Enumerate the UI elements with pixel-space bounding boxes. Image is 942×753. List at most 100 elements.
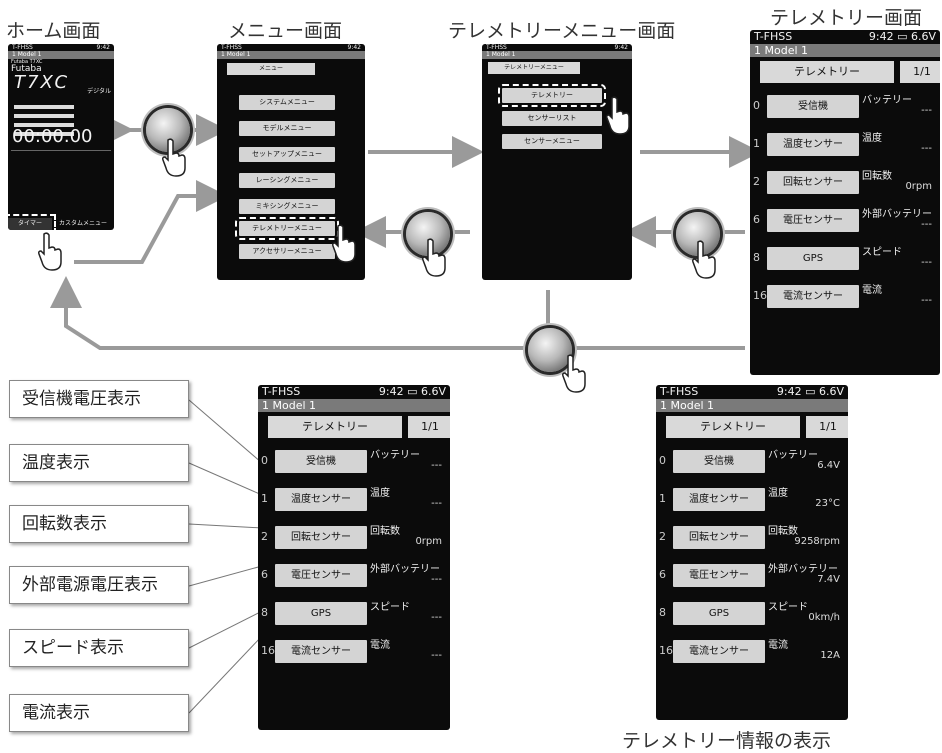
sensor-button-temperature[interactable]: 温度センサー xyxy=(673,488,765,511)
row-number: 16 xyxy=(753,289,767,302)
hand-icon xyxy=(162,138,186,177)
row-number: 1 xyxy=(261,492,268,505)
sensor-button-voltage[interactable]: 電圧センサー xyxy=(275,564,367,587)
time-label: 9:42 xyxy=(96,44,110,51)
sensor-button-gps[interactable]: GPS xyxy=(275,602,367,625)
row-number: 2 xyxy=(659,530,666,543)
telemetry-menu-item-sensor-menu[interactable]: センサーメニュー xyxy=(502,134,602,149)
sensor-button-rpm[interactable]: 回転センサー xyxy=(275,526,367,549)
row-value: --- xyxy=(921,219,932,230)
row-value: 12A xyxy=(820,650,840,661)
row-number: 16 xyxy=(659,644,673,657)
sensor-button-receiver[interactable]: 受信機 xyxy=(767,95,859,118)
row-label: 回転数 xyxy=(370,526,400,537)
callout-telemetry-screen: T-FHSS 9:42 ▭ 6.6V 1 Model 1 テレメトリー 1/1 … xyxy=(258,385,450,730)
battery-icon: ▭ xyxy=(805,385,816,398)
telemetry-info-screen: T-FHSS 9:42 ▭ 6.6V 1 Model 1 テレメトリー 1/1 … xyxy=(656,385,848,720)
sensor-button-gps[interactable]: GPS xyxy=(767,247,859,270)
telemetry-menu-tab: テレメトリーメニュー xyxy=(488,62,580,74)
menu-item-accessory[interactable]: アクセサリーメニュー xyxy=(239,244,335,259)
callout-speed: スピード表示 xyxy=(9,629,189,667)
menu-item-model[interactable]: モデルメニュー xyxy=(239,121,335,136)
title-menu: メニュー画面 xyxy=(228,20,343,42)
sensor-button-temperature[interactable]: 温度センサー xyxy=(767,133,859,156)
page-indicator[interactable]: 1/1 xyxy=(408,416,450,438)
hand-icon xyxy=(422,238,446,277)
row-number: 1 xyxy=(659,492,666,505)
telemetry-menu-item-telemetry[interactable]: テレメトリー xyxy=(498,84,606,107)
sensor-button-current[interactable]: 電流センサー xyxy=(673,640,765,663)
logo: T7XC xyxy=(14,72,70,93)
row-value: --- xyxy=(921,143,932,154)
row-number: 2 xyxy=(753,175,760,188)
model-bar: 1 Model 1 xyxy=(656,399,848,412)
brand-label: Futaba xyxy=(11,64,42,74)
time-label: 9:42 xyxy=(347,44,361,51)
sensor-button-current[interactable]: 電流センサー xyxy=(767,285,859,308)
callout-current: 電流表示 xyxy=(9,694,189,732)
model-bar: 1 Model 1 xyxy=(482,51,632,59)
voltage-label: 6.6V xyxy=(910,30,936,43)
row-value: 7.4V xyxy=(817,574,840,585)
sensor-button-voltage[interactable]: 電圧センサー xyxy=(673,564,765,587)
time-label: 9:42 xyxy=(614,44,628,51)
system-label: T-FHSS xyxy=(660,385,699,398)
page-indicator[interactable]: 1/1 xyxy=(900,61,940,83)
page-indicator[interactable]: 1/1 xyxy=(806,416,848,438)
battery-icon: ▭ xyxy=(897,30,908,43)
row-label: 回転数 xyxy=(768,526,798,537)
softkey-timer[interactable]: タイマー xyxy=(8,214,56,230)
menu-item-mixing[interactable]: ミキシングメニュー xyxy=(239,199,335,214)
sensor-button-temperature[interactable]: 温度センサー xyxy=(275,488,367,511)
row-value: --- xyxy=(431,574,442,585)
row-value: 9258rpm xyxy=(794,536,840,547)
sensor-button-voltage[interactable]: 電圧センサー xyxy=(767,209,859,232)
sensor-button-rpm[interactable]: 回転センサー xyxy=(673,526,765,549)
hand-icon xyxy=(38,232,62,271)
timer-display: 00:00.00 xyxy=(12,126,93,147)
sensor-button-current[interactable]: 電流センサー xyxy=(275,640,367,663)
menu-item-racing[interactable]: レーシングメニュー xyxy=(239,173,335,188)
row-label: 電流 xyxy=(862,285,882,296)
row-number: 2 xyxy=(261,530,268,543)
sensor-button-receiver[interactable]: 受信機 xyxy=(275,450,367,473)
menu-tab: メニュー xyxy=(227,63,315,75)
row-value: 0rpm xyxy=(415,536,442,547)
telemetry-menu-item-sensor-list[interactable]: センサーリスト xyxy=(502,111,602,126)
system-label: T-FHSS xyxy=(12,44,33,51)
sensor-button-gps[interactable]: GPS xyxy=(673,602,765,625)
menu-item-system[interactable]: システムメニュー xyxy=(239,95,335,110)
system-label: T-FHSS xyxy=(262,385,301,398)
softkey-custom-menu[interactable]: カスタムメニュー xyxy=(58,220,107,227)
hand-icon xyxy=(562,354,586,393)
row-number: 0 xyxy=(261,454,268,467)
row-label: スピード xyxy=(370,602,410,613)
model-bar: 1 Model 1 xyxy=(217,51,365,59)
title-info: テレメトリー情報の表示 xyxy=(622,730,832,752)
callout-rpm: 回転数表示 xyxy=(9,505,189,543)
menu-item-setup[interactable]: セットアップメニュー xyxy=(239,147,335,162)
row-label: バッテリー xyxy=(862,95,912,106)
sensor-button-receiver[interactable]: 受信機 xyxy=(673,450,765,473)
row-label: 外部バッテリー xyxy=(768,564,838,575)
title-telemetry: テレメトリー画面 xyxy=(770,7,923,29)
telemetry-tab: テレメトリー xyxy=(666,416,800,438)
voltage-label: 6.6V xyxy=(818,385,844,398)
row-value: --- xyxy=(921,105,932,116)
sensor-button-rpm[interactable]: 回転センサー xyxy=(767,171,859,194)
row-label: 外部バッテリー xyxy=(370,564,440,575)
menu-item-telemetry[interactable]: テレメトリーメニュー xyxy=(235,217,339,240)
time-label: 9:42 xyxy=(868,30,894,43)
row-label: スピード xyxy=(862,247,902,258)
row-label: 温度 xyxy=(768,488,788,499)
row-label: スピード xyxy=(768,602,808,613)
model-bar: 1 Model 1 xyxy=(258,399,450,412)
